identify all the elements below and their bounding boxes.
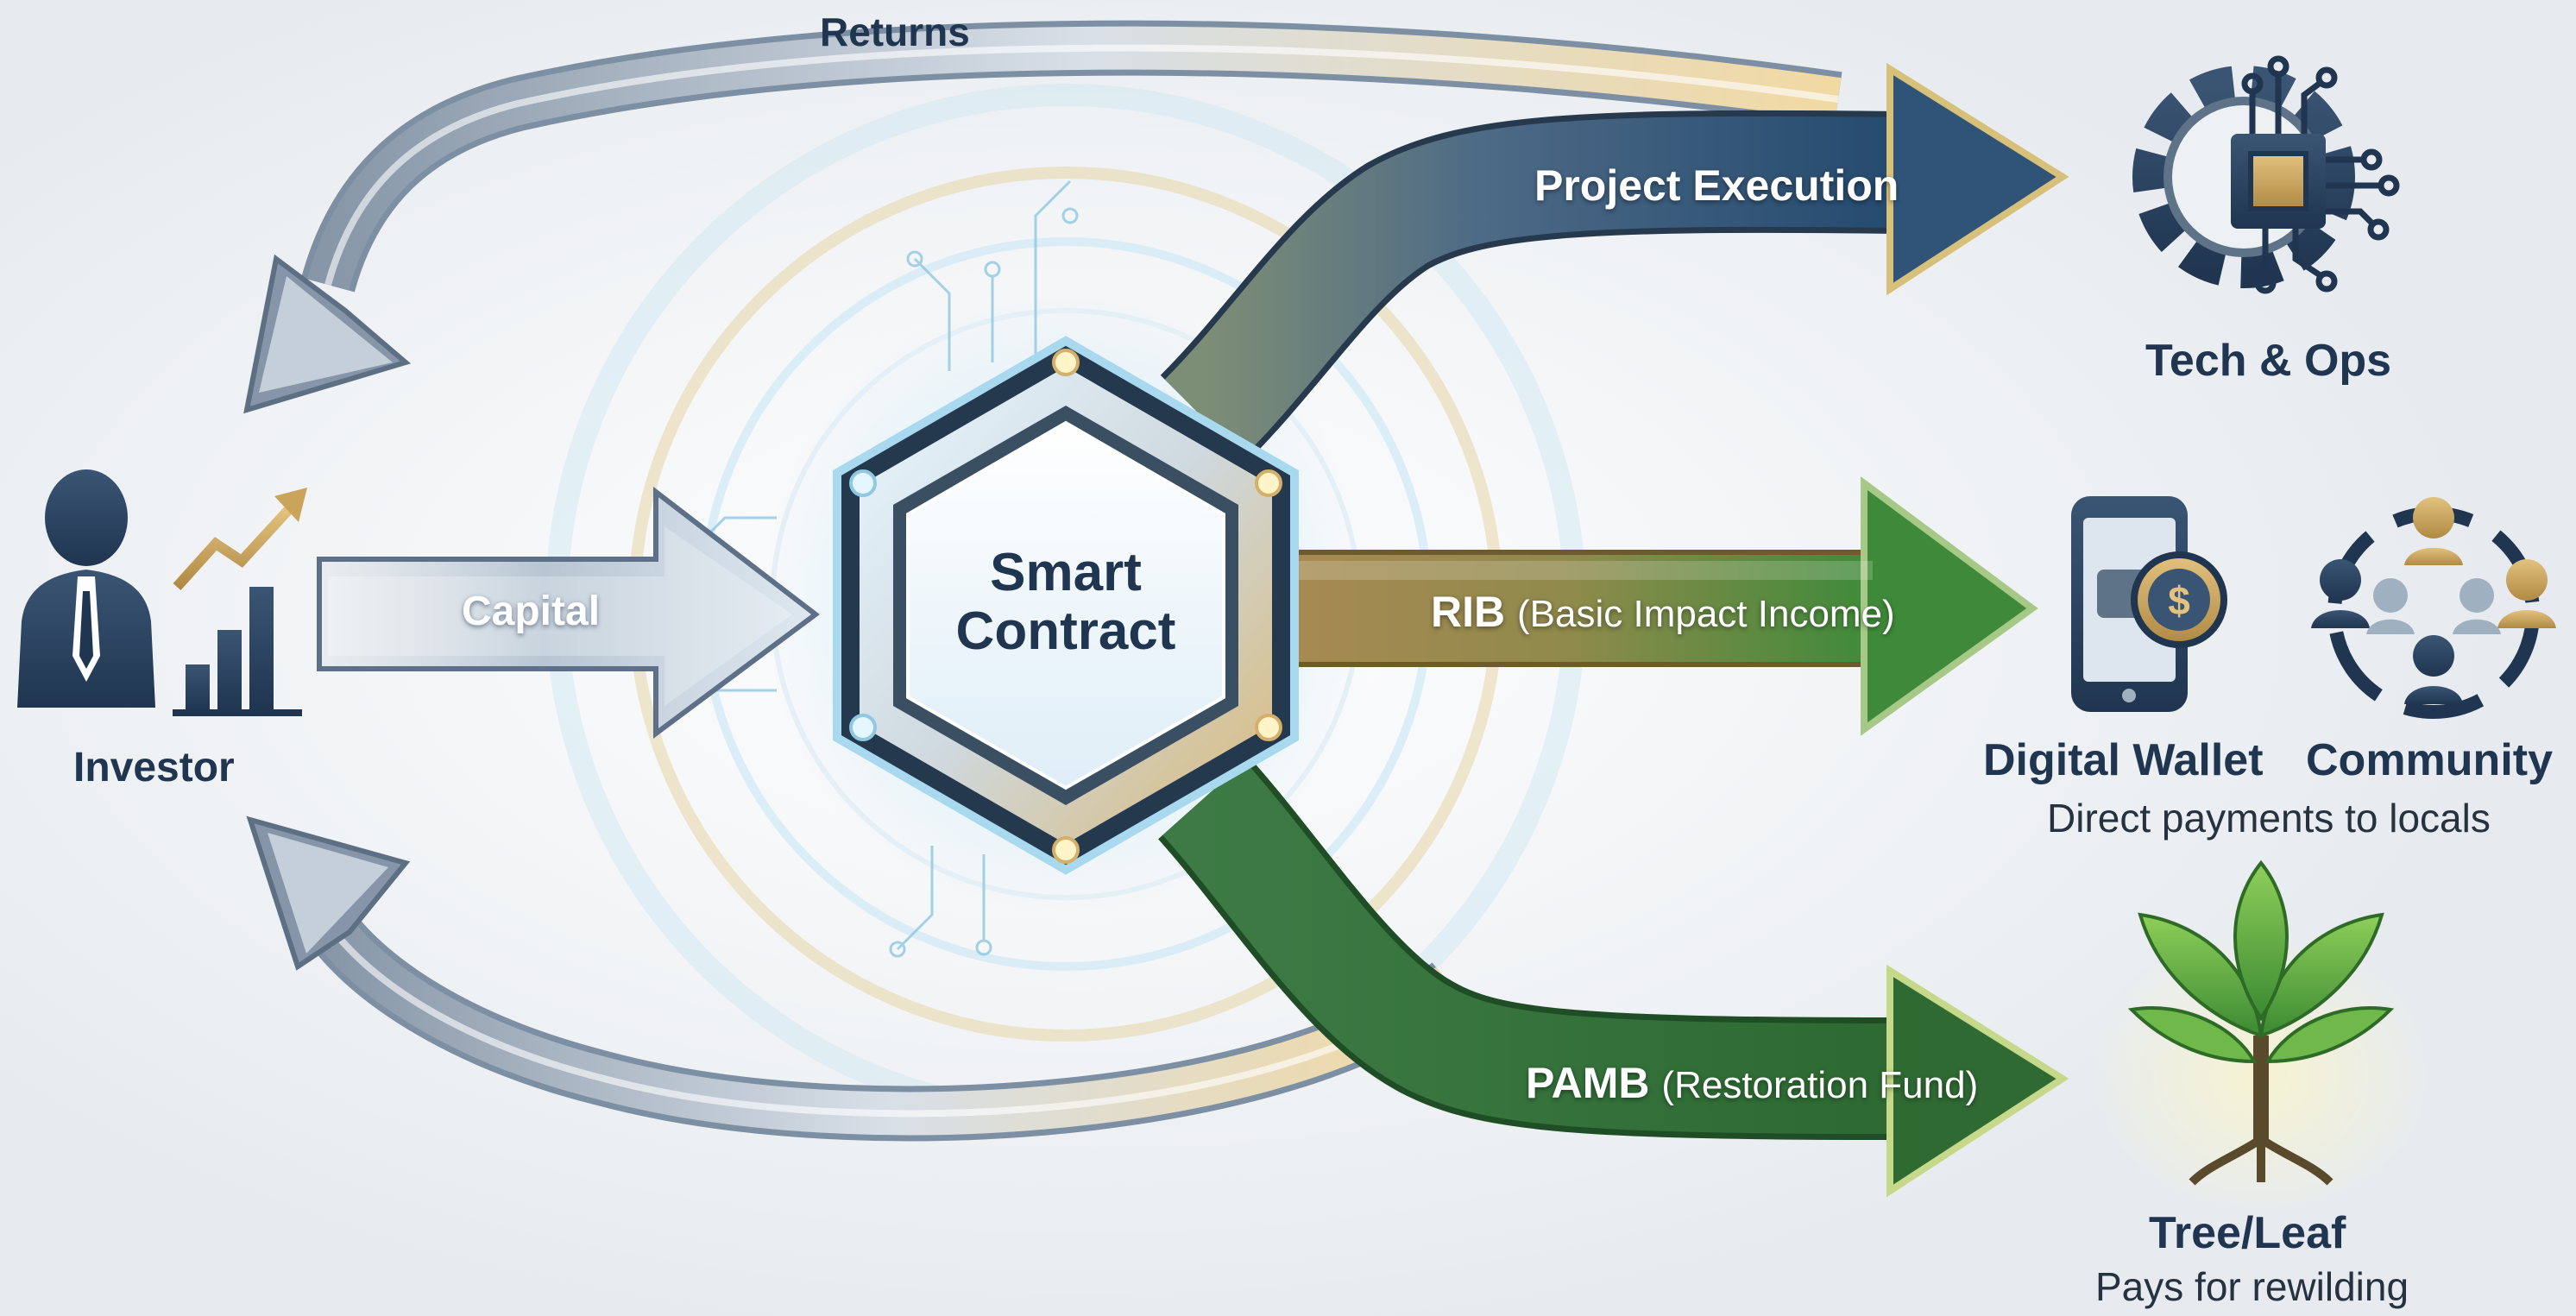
digital-wallet-label: Digital Wallet — [1983, 735, 2264, 785]
smart-contract-line-2: Contract — [955, 601, 1176, 661]
project-execution-label: Project Execution — [1534, 161, 1899, 210]
smartphone-with-dollar-coin-icon: $ — [2071, 496, 2227, 712]
rib-arrow — [1266, 476, 2038, 736]
community-caption: Direct payments to locals — [2047, 796, 2491, 841]
rib-label-detail: (Basic Impact Income) — [1517, 593, 1895, 635]
capital-label: Capital — [462, 589, 601, 634]
tech-ops-label: Tech & Ops — [2145, 336, 2392, 386]
pamb-label-detail: (Restoration Fund) — [1661, 1064, 1979, 1106]
investor-label: Investor — [73, 745, 235, 790]
tree-leaf-label: Tree/Leaf — [2149, 1208, 2346, 1258]
smart-contract-line-1: Smart — [990, 543, 1142, 602]
gear-with-circuit-chip-icon — [2132, 55, 2400, 294]
tree-leaf-caption: Pays for rewilding — [2095, 1264, 2409, 1309]
smart-contract-hub — [833, 336, 1299, 875]
community-label: Community — [2306, 735, 2553, 785]
project-execution-arrow — [1160, 62, 2069, 463]
people-circle-icon — [2311, 497, 2556, 719]
pamb-arrow — [1157, 757, 2069, 1198]
lower-return-arrow — [246, 815, 1468, 1142]
returns-arrow — [243, 20, 1842, 414]
svg-text:$: $ — [2168, 578, 2190, 623]
tree-sprout-with-leaves-icon — [2088, 859, 2434, 1208]
businessman-with-growth-chart-icon — [17, 469, 307, 716]
capital-arrow — [317, 486, 820, 739]
smart-contract-label: Smart Contract — [915, 544, 1217, 661]
returns-label: Returns — [820, 9, 970, 54]
pamb-label-main: PAMB — [1526, 1059, 1650, 1107]
rib-label: RIB (Basic Impact Income) — [1431, 590, 1895, 633]
rib-label-main: RIB — [1431, 588, 1506, 636]
pamb-label: PAMB (Restoration Fund) — [1526, 1061, 1978, 1105]
